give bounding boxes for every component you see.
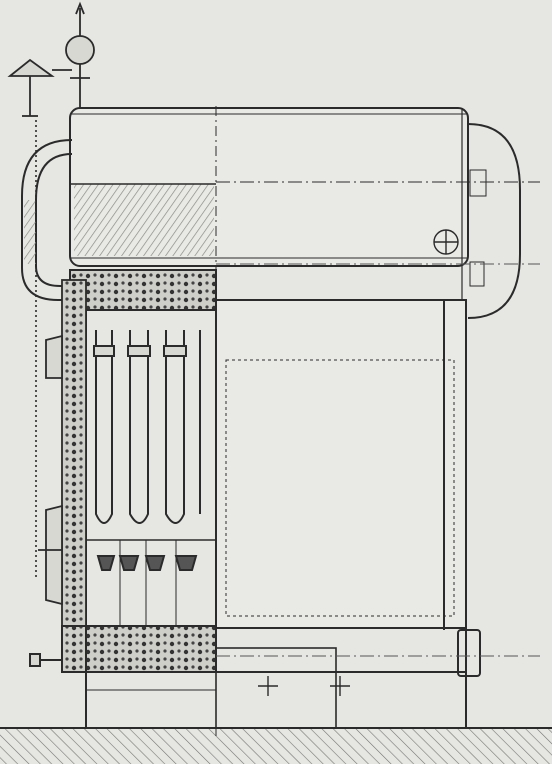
ground (0, 727, 552, 764)
center-mark-icon (258, 676, 350, 696)
valve-icon (7, 58, 72, 117)
lower-header (85, 625, 217, 673)
water-space (74, 184, 214, 256)
lower-pipe (29, 625, 87, 673)
left-wall-insulation (61, 279, 87, 641)
downcomer-pipe (21, 139, 73, 301)
upper-header (69, 269, 217, 311)
pressure-gauge-icon (433, 229, 459, 255)
drum-end-cap (461, 108, 521, 324)
center-lines (216, 263, 540, 657)
water-tubes (93, 330, 201, 524)
boiler-casing (215, 299, 481, 677)
fire-door (38, 334, 63, 606)
base-frame (85, 647, 467, 729)
steam-dome (65, 1, 95, 108)
